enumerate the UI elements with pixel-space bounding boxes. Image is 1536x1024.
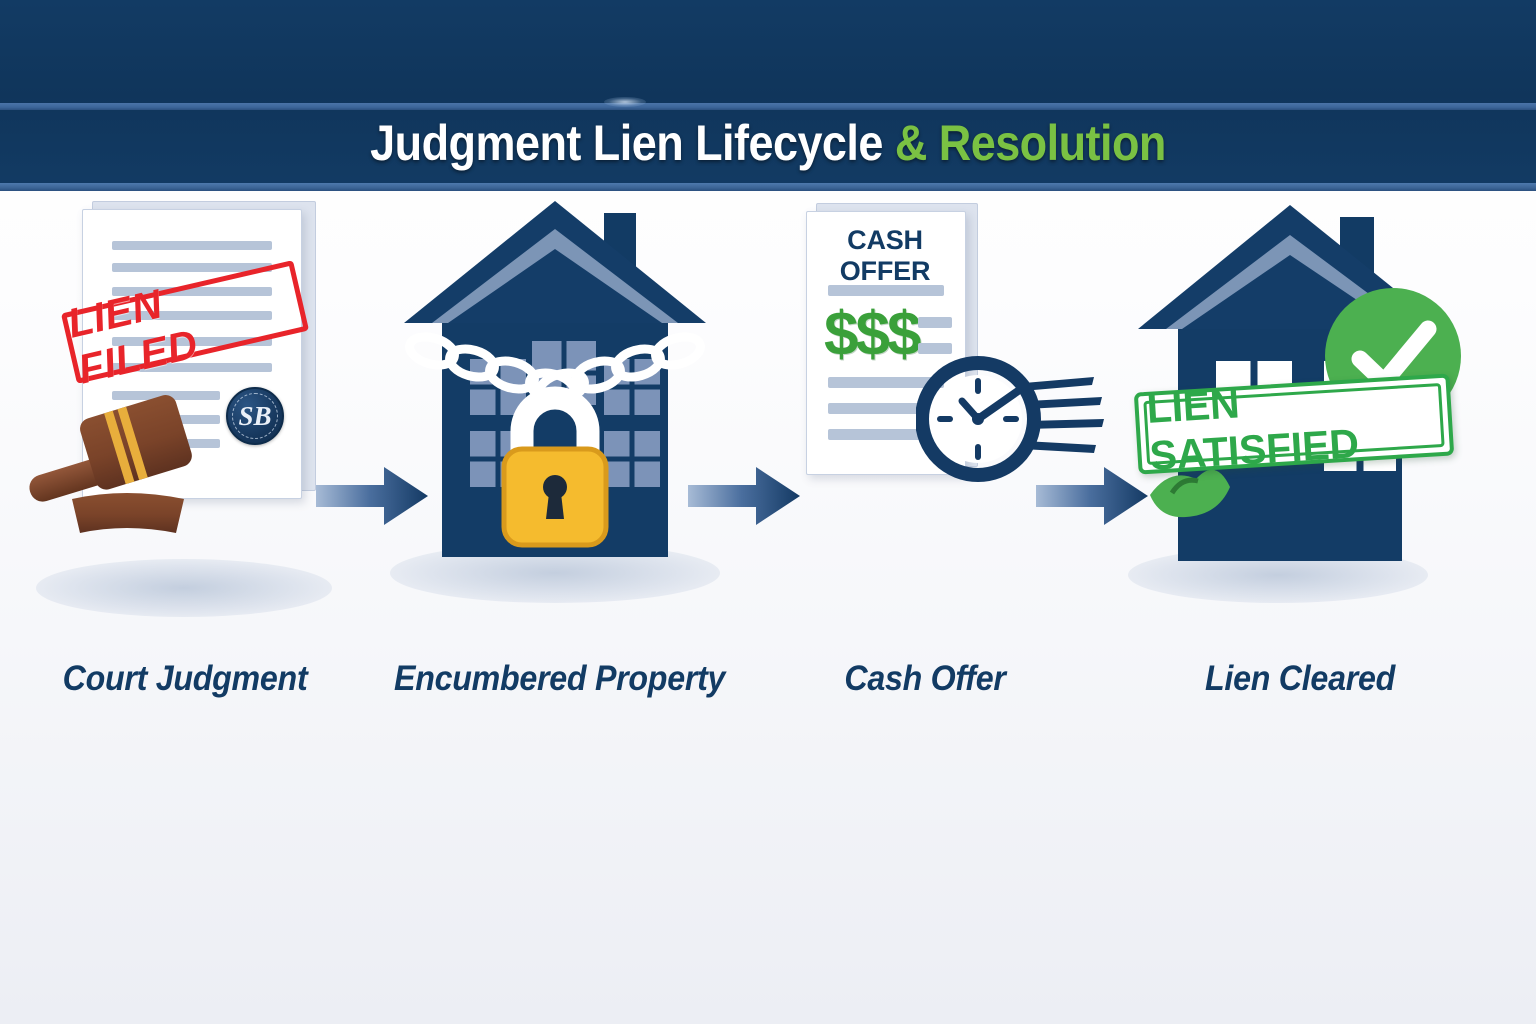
page-title: Judgment Lien Lifecycle & Resolution — [77, 112, 1459, 174]
cash-offer-amount: $$$ — [824, 300, 921, 369]
page-title-accent: & Resolution — [882, 115, 1167, 171]
flow-step-cash-offer: CASH OFFER $$$ — [790, 191, 1104, 751]
step-caption-court-judgment: Court Judgment — [62, 659, 308, 698]
document-text-line — [112, 287, 272, 296]
flow-step-encumbered-property: Encumbered Property — [380, 191, 730, 751]
step-caption-encumbered-property: Encumbered Property — [394, 659, 726, 698]
house-checkmark-icon: LIEN SATISFIED — [1110, 191, 1490, 661]
header-band: Judgment Lien Lifecycle & Resolution — [0, 0, 1536, 191]
step-caption-lien-cleared: Lien Cleared — [1205, 659, 1395, 698]
arrow-right-icon — [1036, 465, 1148, 527]
lien-satisfied-stamp: LIEN SATISFIED — [1133, 373, 1455, 479]
document-text-line — [112, 241, 272, 250]
cash-offer-text-line — [828, 429, 920, 440]
gavel-icon — [29, 395, 192, 533]
document-ground-shadow — [36, 559, 332, 617]
document-text-line — [112, 337, 272, 346]
official-seal-icon: SB — [226, 387, 284, 445]
header-divider-top — [0, 103, 1536, 110]
shrub-icon — [1150, 469, 1230, 518]
page-title-primary: Judgment Lien Lifecycle — [370, 115, 883, 171]
flow-step-lien-cleared: LIEN SATISFIED Lien Cleared — [1110, 191, 1490, 751]
lifecycle-flow: SB — [0, 191, 1536, 751]
header-highlight-glint — [604, 97, 646, 107]
cash-offer-text-line — [828, 377, 944, 388]
lien-satisfied-stamp-label: LIEN SATISFIED — [1143, 380, 1445, 479]
cash-offer-text-line — [918, 317, 952, 328]
house-with-chain-svg — [404, 201, 706, 557]
cash-offer-heading: CASH OFFER — [839, 225, 931, 286]
court-document-gavel-icon: SB — [20, 191, 350, 661]
document-text-line — [112, 311, 272, 320]
header-divider-bottom — [0, 183, 1536, 191]
document-text-line — [112, 363, 272, 372]
flow-step-court-judgment: SB — [20, 191, 350, 751]
step-caption-cash-offer: Cash Offer — [844, 659, 1006, 698]
cash-offer-text-line — [918, 343, 952, 354]
cash-offer-document-speed-clock-icon: CASH OFFER $$$ — [790, 191, 1104, 661]
cash-offer-text-line — [828, 285, 944, 296]
speed-clock-icon — [916, 356, 1104, 482]
house-chained-padlock-icon — [380, 191, 730, 661]
arrow-right-icon — [316, 465, 428, 527]
cash-offer-text-line — [828, 403, 920, 414]
arrow-right-icon — [688, 465, 800, 527]
document-text-line — [112, 263, 272, 272]
